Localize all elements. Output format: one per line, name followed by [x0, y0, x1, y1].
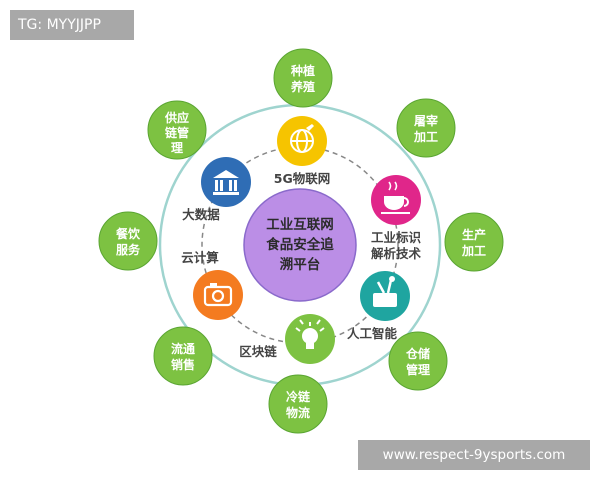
outer-node-supply-line-2: 链管: [165, 125, 189, 140]
tech-label-cloud: 云计算: [181, 250, 219, 265]
center-label-line-1: 工业互联网: [266, 217, 334, 233]
outer-node-catering-line-2: 服务: [116, 242, 141, 257]
tech-label-industrial-line-2: 解析技术: [371, 246, 422, 261]
outer-node-warehouse-line-2: 管理: [406, 362, 430, 377]
outer-node-catering: 餐饮 服务: [98, 211, 158, 271]
center-label-line-2: 食品安全追: [266, 236, 334, 253]
tech-node-cloud: 云计算: [181, 250, 243, 320]
outer-node-warehouse-circle: [388, 331, 448, 391]
outer-node-catering-line-1: 餐饮: [116, 226, 141, 241]
watermark-url: www.respect-9ysports.com: [358, 440, 590, 470]
outer-node-planting-line-1: 种植: [290, 63, 315, 78]
tech-node-cloud-circle: [193, 270, 243, 320]
outer-node-warehouse: 仓储 管理: [388, 331, 448, 391]
center-label-line-3: 溯平台: [280, 256, 321, 273]
outer-node-coldchain-circle: [268, 374, 328, 434]
outer-node-slaughter-line-2: 加工: [413, 129, 438, 144]
outer-node-production-line-1: 生产: [462, 227, 486, 242]
camera-icon: [203, 283, 233, 307]
outer-node-warehouse-line-1: 仓储: [405, 346, 430, 361]
outer-node-supply-line-1: 供应: [164, 110, 189, 125]
tech-node-5g: 5G物联网: [274, 116, 330, 186]
lightbulb-icon: [295, 319, 325, 349]
outer-node-coldchain-line-2: 物流: [286, 405, 310, 420]
outer-node-planting: 种植 养殖: [273, 48, 333, 108]
tech-node-bigdata: 大数据: [182, 157, 251, 222]
outer-node-circulation-line-1: 流通: [171, 341, 195, 356]
outer-node-planting-circle: [273, 48, 333, 108]
tech-node-blockchain: 区块链: [239, 314, 335, 364]
tech-node-industrial-id: 工业标识 解析技术: [371, 175, 422, 261]
tech-node-ai: 人工智能: [347, 271, 410, 341]
outer-node-supply-line-3: 理: [171, 141, 183, 155]
tech-label-blockchain: 区块链: [239, 344, 277, 359]
outer-node-catering-circle: [98, 211, 158, 271]
outer-node-coldchain-line-1: 冷链: [286, 389, 311, 404]
globe-plane-icon: [290, 124, 314, 153]
tech-node-bigdata-circle: [201, 157, 251, 207]
center-platform: 工业互联网 食品安全追 溯平台: [243, 188, 357, 302]
outer-node-slaughter: 屠宰 加工: [396, 98, 456, 158]
outer-node-supply-circle: [147, 100, 207, 160]
tech-label-ai: 人工智能: [347, 326, 398, 341]
outer-node-coldchain: 冷链 物流: [268, 374, 328, 434]
tech-label-industrial-line-1: 工业标识: [371, 230, 422, 245]
outer-node-planting-line-2: 养殖: [290, 79, 315, 94]
outer-node-slaughter-circle: [396, 98, 456, 158]
outer-node-production-line-2: 加工: [461, 243, 486, 258]
outer-node-production-circle: [444, 212, 504, 272]
toolbox-icon: [373, 276, 397, 307]
outer-node-supply-chain: 供应 链管 理: [147, 100, 207, 160]
coffee-cup-icon: [381, 181, 410, 214]
bank-icon: [213, 170, 239, 195]
tech-label-bigdata: 大数据: [182, 207, 220, 222]
center-circle: [243, 188, 357, 302]
outer-node-slaughter-line-1: 屠宰: [414, 113, 438, 128]
tech-label-5g: 5G物联网: [274, 171, 330, 186]
overlay-tag: TG: MYYJJPP: [10, 10, 134, 40]
outer-node-production: 生产 加工: [444, 212, 504, 272]
outer-node-circulation-circle: [153, 326, 213, 386]
outer-node-circulation-line-2: 销售: [171, 357, 195, 372]
outer-node-circulation: 流通 销售: [153, 326, 213, 386]
